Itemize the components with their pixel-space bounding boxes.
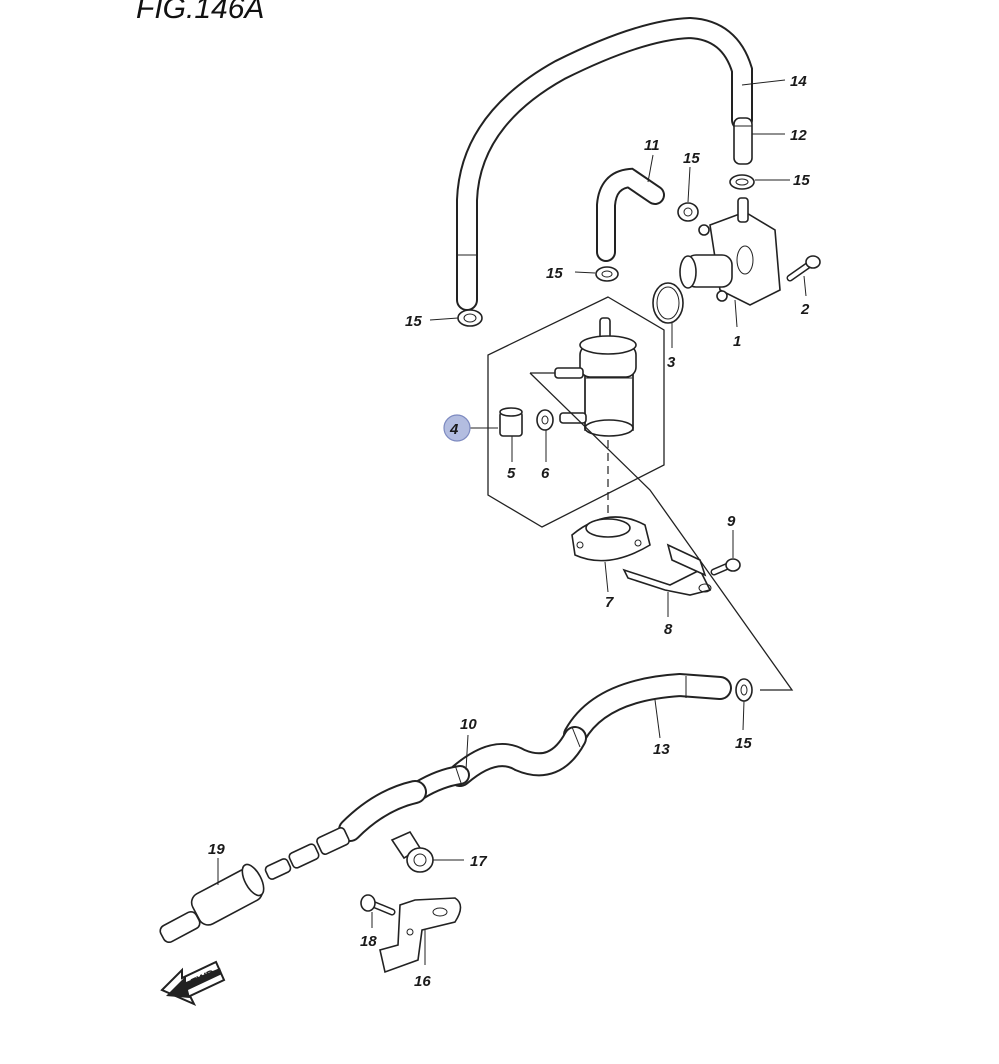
bolt-2 (786, 255, 821, 282)
bracket-8 (622, 543, 712, 596)
callout-5: 5 (507, 465, 516, 482)
hose-13 (563, 672, 732, 747)
clamp-15-left (457, 309, 483, 327)
callout-15-bottom: 15 (735, 735, 752, 752)
figure-title: FIG.146A (136, 0, 264, 25)
callout-17: 17 (470, 853, 487, 870)
o-ring-3 (652, 282, 684, 324)
hose-10 (338, 726, 587, 842)
callout-7: 7 (605, 594, 614, 611)
clamp-15-bottom (735, 678, 753, 702)
callout-15-upper-mid: 15 (546, 265, 563, 282)
bolt-9 (710, 558, 741, 576)
leader-lines (217, 79, 807, 965)
hose-11 (596, 167, 665, 262)
connector (264, 827, 350, 880)
callout-8: 8 (664, 621, 673, 638)
callout-4-highlight (443, 414, 471, 442)
callout-9: 9 (727, 513, 736, 530)
callout-13: 13 (653, 741, 670, 758)
fuel-filter-4 (554, 317, 637, 437)
filter-assembly-outline (487, 296, 665, 528)
callout-4: 4 (449, 421, 459, 438)
callout-15-left: 15 (405, 313, 422, 330)
bracket-7 (571, 516, 651, 562)
callout-12: 12 (790, 127, 807, 144)
callout-2: 2 (800, 301, 810, 318)
fwd-arrow: FWD (160, 960, 226, 1007)
callout-14: 14 (790, 73, 807, 90)
callout-19: 19 (208, 841, 225, 858)
callout-15-hose-11: 15 (683, 150, 700, 167)
hose-14 (456, 16, 753, 311)
clip-6 (536, 409, 554, 431)
callout-1: 1 (733, 333, 741, 350)
callout-18: 18 (360, 933, 377, 950)
callout-15-right: 15 (793, 172, 810, 189)
clamp-17 (390, 830, 434, 873)
cap-5 (499, 407, 523, 437)
callout-3: 3 (667, 354, 676, 371)
ref-line-2 (529, 372, 794, 691)
filter-19 (159, 863, 265, 944)
bracket-16 (379, 897, 462, 974)
clamp-15-upper-mid (595, 266, 619, 282)
clamp-15-right (729, 174, 755, 190)
callout-11: 11 (644, 137, 660, 154)
hose-12 (733, 117, 753, 165)
callout-16: 16 (414, 973, 431, 990)
clamp-15-hose-11 (677, 202, 699, 222)
callout-6: 6 (541, 465, 550, 482)
bolt-18 (360, 894, 396, 916)
callout-10: 10 (460, 716, 477, 733)
callout-labels: 14 12 11 15 15 15 15 2 1 3 4 5 6 9 7 8 1… (208, 73, 810, 990)
fuel-pump-1 (679, 197, 781, 306)
